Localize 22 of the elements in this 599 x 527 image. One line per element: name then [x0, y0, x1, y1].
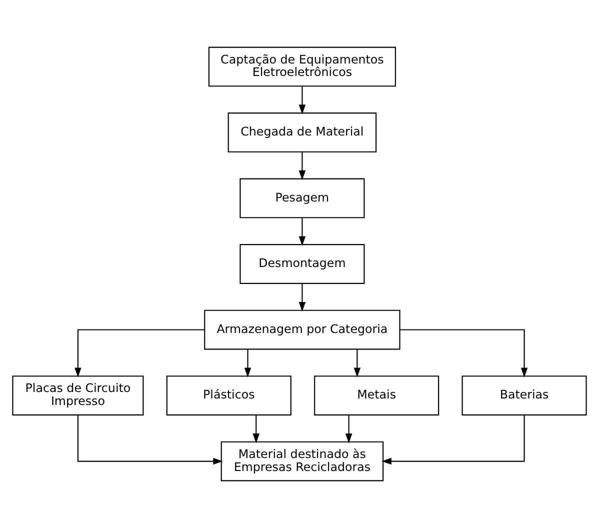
arrow: [74, 328, 204, 377]
arrow: [298, 86, 306, 114]
arrow: [298, 152, 306, 180]
arrow: [382, 414, 525, 464]
node-box: Pesagem: [240, 178, 365, 218]
arrow: [244, 349, 252, 377]
node-box: Baterias: [462, 375, 587, 415]
arrow: [77, 414, 223, 464]
node-box: Armazenagem por Categoria: [204, 309, 400, 350]
arrow: [252, 414, 260, 443]
node-box: Captação de Equipamentos Eletroeletrônicos: [208, 46, 396, 86]
arrow: [345, 414, 352, 443]
node-box: Metais: [314, 375, 440, 415]
node-box: Desmontagem: [240, 244, 365, 284]
arrow: [400, 328, 528, 377]
arrow: [354, 349, 361, 377]
node-box: Placas de Circuito Impresso: [12, 375, 144, 415]
node-box: Material destinado às Empresas Recicladoras: [220, 440, 384, 481]
node-box: Chegada de Material: [228, 112, 377, 152]
node-box: Plásticos: [166, 375, 292, 415]
arrow: [298, 283, 306, 312]
arrow: [298, 217, 306, 246]
